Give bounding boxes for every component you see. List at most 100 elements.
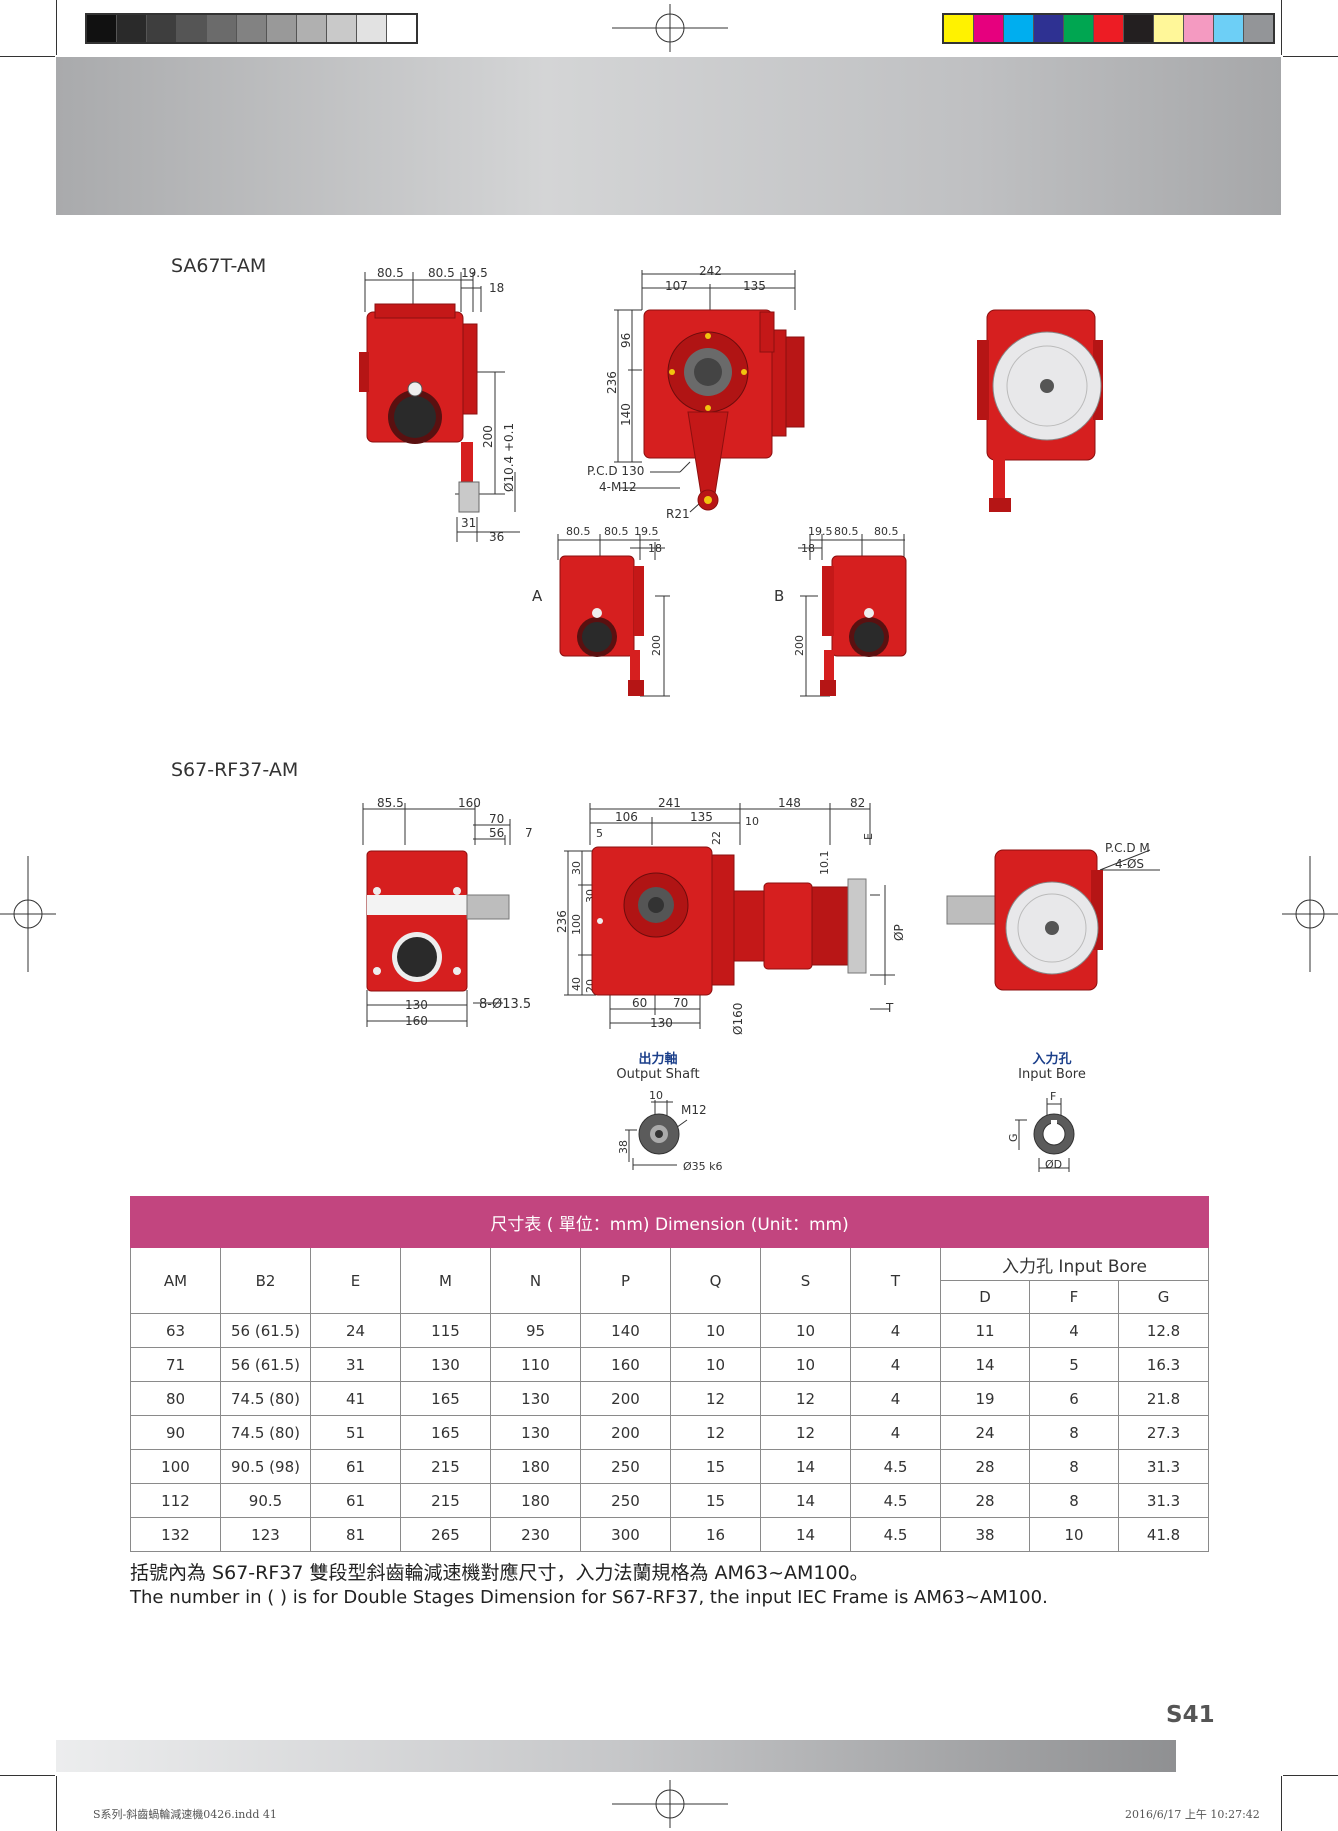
color-swatch xyxy=(974,15,1004,42)
dim-label: 236 xyxy=(605,371,619,394)
table-cell: 215 xyxy=(400,1483,491,1518)
table-cell: 12 xyxy=(760,1415,851,1450)
table-cell: 265 xyxy=(400,1517,491,1552)
table-cell: 4 xyxy=(850,1415,941,1450)
dim-label: 236 xyxy=(555,910,569,933)
dim-label: P.C.D 130 xyxy=(587,464,644,478)
table-cell: 80 xyxy=(130,1381,221,1416)
table-cell: 100 xyxy=(130,1449,221,1484)
table-cell: 230 xyxy=(490,1517,581,1552)
view-label-b: B xyxy=(774,587,784,605)
registration-mark-bottom xyxy=(612,1780,728,1828)
dim-label: 242 xyxy=(699,264,722,278)
dim-label: 200 xyxy=(793,635,806,656)
table-cell: 200 xyxy=(580,1415,671,1450)
dim-label: 19.5 xyxy=(634,525,659,538)
table-cell: 81 xyxy=(310,1517,401,1552)
col-header: T xyxy=(850,1247,941,1314)
table-cell: 160 xyxy=(580,1347,671,1382)
table-cell: 24 xyxy=(940,1415,1030,1450)
registration-mark-top xyxy=(612,4,728,52)
dim-label: 148 xyxy=(778,796,801,810)
dim-label: 19.5 xyxy=(808,525,833,538)
table-cell: 8 xyxy=(1029,1449,1119,1484)
color-swatch xyxy=(1094,15,1124,42)
table-cell: 132 xyxy=(130,1517,221,1552)
section-title-sa67t: SA67T-AM xyxy=(171,255,267,277)
dim-label: 80.5 xyxy=(604,525,629,538)
note-chinese: 括號內為 S67-RF37 雙段型斜齒輪減速機對應尺寸，入力法蘭規格為 AM63… xyxy=(130,1562,869,1584)
input-bore-en: Input Bore xyxy=(1018,1067,1086,1082)
dim-label: 135 xyxy=(690,810,713,824)
table-cell: 110 xyxy=(490,1347,581,1382)
table-cell: 250 xyxy=(580,1449,671,1484)
table-cell: 10 xyxy=(760,1347,851,1382)
grayscale-color-bar xyxy=(85,13,418,44)
dim-label: Ø160 xyxy=(731,1003,745,1035)
table-cell: 115 xyxy=(400,1313,491,1348)
table-cell: 130 xyxy=(400,1347,491,1382)
table-cell: 14 xyxy=(760,1517,851,1552)
table-cell: 250 xyxy=(580,1483,671,1518)
dim-label: 241 xyxy=(658,796,681,810)
dim-label: 36 xyxy=(489,530,504,544)
color-swatch xyxy=(1214,15,1244,42)
table-cell: 140 xyxy=(580,1313,671,1348)
dim-label: 38 xyxy=(617,1140,630,1154)
color-swatch xyxy=(1004,15,1034,42)
table-cell: 112 xyxy=(130,1483,221,1518)
table-cell: 51 xyxy=(310,1415,401,1450)
table-cell: 6 xyxy=(1029,1381,1119,1416)
color-swatch xyxy=(1034,15,1064,42)
table-cell: 123 xyxy=(220,1517,311,1552)
table-cell: 5 xyxy=(1029,1347,1119,1382)
table-cell: 31.3 xyxy=(1117,1483,1210,1518)
color-swatch xyxy=(1124,15,1154,42)
col-header: F xyxy=(1029,1280,1119,1314)
table-cell: 10 xyxy=(670,1347,761,1382)
drawing-input-bore: F G ØD xyxy=(1007,1090,1075,1172)
dim-label: 80.5 xyxy=(428,266,455,280)
table-cell: 14 xyxy=(940,1347,1030,1382)
table-cell: 12 xyxy=(670,1415,761,1450)
color-swatch xyxy=(327,15,357,42)
table-cell: 71 xyxy=(130,1347,221,1382)
table-cell: 300 xyxy=(580,1517,671,1552)
dim-label: 5 xyxy=(596,827,603,840)
dim-label: P.C.D M xyxy=(1105,841,1150,855)
dim-label: Ø10.4 +0.1 xyxy=(502,423,516,492)
color-swatch xyxy=(387,15,416,42)
dim-label: 140 xyxy=(619,403,633,426)
dim-label: 60 xyxy=(632,996,647,1010)
dim-label: 31 xyxy=(461,516,476,530)
table-cell: 41 xyxy=(310,1381,401,1416)
header-band xyxy=(56,57,1281,215)
table-cell: 31 xyxy=(310,1347,401,1382)
dim-label: 19.5 xyxy=(461,266,488,280)
dim-label: M12 xyxy=(681,1103,707,1117)
dim-label: 18 xyxy=(648,542,662,555)
dim-label: 135 xyxy=(743,279,766,293)
footer-band xyxy=(56,1740,1176,1772)
color-swatch xyxy=(267,15,297,42)
dim-label: 56 xyxy=(489,826,504,840)
drawing-sa67t-view-b: 19.5 80.5 80.5 18 200 B xyxy=(774,525,907,697)
color-swatch xyxy=(177,15,207,42)
table-cell: 15 xyxy=(670,1449,761,1484)
input-bore-zh: 入力孔 xyxy=(1032,1052,1072,1067)
table-cell: 21.8 xyxy=(1117,1381,1210,1416)
drawing-s67-side: 85.5 160 70 56 7 130 160 8-Ø13.5 xyxy=(362,796,533,1028)
table-cell: 12.8 xyxy=(1117,1313,1210,1348)
output-shaft-zh: 出力軸 xyxy=(638,1052,678,1067)
dim-label: 82 xyxy=(850,796,865,810)
table-cell: 10 xyxy=(760,1313,851,1348)
dim-label: 10.1 xyxy=(818,851,831,876)
table-cell: 61 xyxy=(310,1483,401,1518)
dim-label: 160 xyxy=(405,1014,428,1028)
section-title-s67-rf37: S67-RF37-AM xyxy=(171,759,299,781)
table-cell: 4 xyxy=(850,1313,941,1348)
table-cell: 16.3 xyxy=(1117,1347,1210,1382)
